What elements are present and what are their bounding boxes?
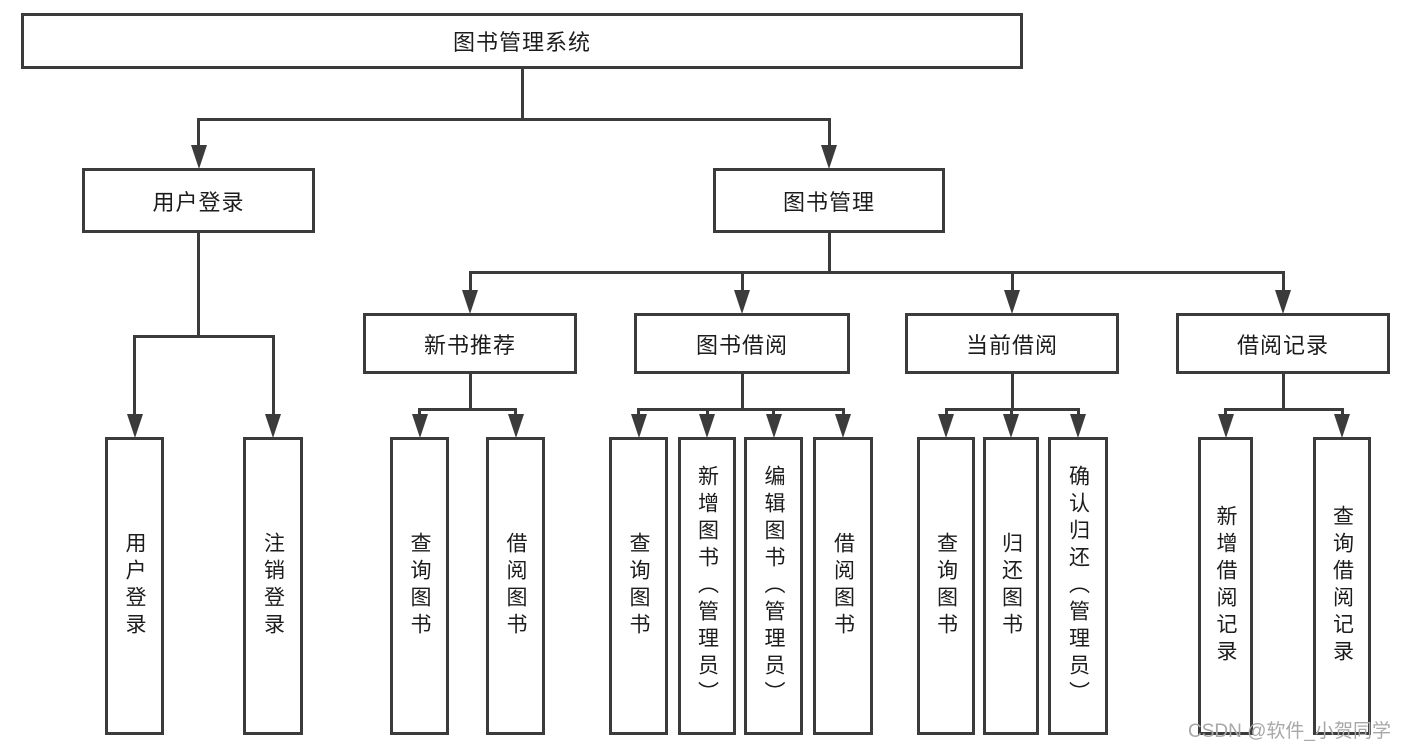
node-current-borrowing-label: 当前借阅 — [965, 332, 1058, 358]
connector-level3-rail — [468, 271, 1285, 274]
leaf-confirm-return-admin: 确认归还（管理员） — [1048, 437, 1108, 735]
connector-user-login-rail — [133, 335, 275, 338]
node-current-borrowing: 当前借阅 — [905, 313, 1119, 374]
arrow-down-icon — [1275, 290, 1291, 314]
leaf-query-borrow-record-label: 查询借阅记录 — [1330, 505, 1354, 667]
leaf-query-books-current-label: 查询图书 — [934, 532, 958, 640]
arrow-down-icon — [699, 414, 715, 438]
leaf-query-books-borrowing: 查询图书 — [609, 437, 668, 735]
connector-book-borrowing-stub — [740, 374, 744, 411]
node-root-label: 图书管理系统 — [452, 30, 591, 55]
connector-drop-leaf — [133, 335, 136, 419]
leaf-borrow-books-recommend-label: 借阅图书 — [504, 532, 527, 640]
leaf-borrow-books: 借阅图书 — [813, 437, 873, 735]
arrow-down-icon — [1004, 290, 1020, 314]
leaf-edit-books-admin-label: 编辑图书（管理员） — [762, 464, 785, 708]
leaf-logout-label: 注销登录 — [261, 532, 285, 640]
leaf-edit-books-admin: 编辑图书（管理员） — [744, 437, 803, 735]
arrow-down-icon — [1070, 414, 1086, 438]
node-borrowing-records-label: 借阅记录 — [1236, 332, 1329, 358]
node-user-login-label: 用户登录 — [152, 189, 245, 215]
connector-borrowing-records-stub — [1281, 374, 1285, 411]
connector-book-borrowing-rail — [637, 408, 845, 411]
node-user-login: 用户登录 — [82, 168, 315, 233]
leaf-add-books-admin: 新增图书（管理员） — [678, 437, 736, 735]
node-new-book-recommend: 新书推荐 — [363, 313, 577, 374]
node-book-management-label: 图书管理 — [782, 189, 875, 215]
arrow-down-icon — [938, 414, 954, 438]
connector-borrowing-records-rail — [1224, 408, 1344, 411]
connector-level2-rail — [197, 118, 831, 121]
connector-drop-level3 — [1010, 271, 1014, 295]
leaf-return-books-label: 归还图书 — [999, 532, 1023, 640]
leaf-add-books-admin-label: 新增图书（管理员） — [695, 464, 719, 708]
leaf-borrow-books-recommend: 借阅图书 — [486, 437, 545, 735]
leaf-user-login: 用户登录 — [105, 437, 164, 735]
connector-drop-level3 — [1281, 271, 1285, 295]
node-new-book-recommend-label: 新书推荐 — [423, 332, 516, 358]
connector-user-login-stub — [197, 233, 200, 338]
connector-book-management-stub — [827, 233, 831, 274]
connector-new-book-stub — [468, 374, 472, 411]
arrow-down-icon — [630, 414, 647, 438]
leaf-logout: 注销登录 — [243, 437, 303, 735]
leaf-user-login-label: 用户登录 — [123, 532, 146, 640]
connector-new-book-rail — [418, 408, 517, 411]
leaf-query-books-current: 查询图书 — [917, 437, 975, 735]
node-book-management: 图书管理 — [713, 168, 945, 233]
arrow-down-icon — [821, 145, 837, 169]
connector-drop-user-login — [197, 118, 200, 152]
connector-root-stub — [520, 69, 524, 121]
connector-drop-level3 — [740, 271, 744, 295]
leaf-add-borrow-record-label: 新增借阅记录 — [1214, 505, 1237, 667]
leaf-add-borrow-record: 新增借阅记录 — [1198, 437, 1253, 735]
arrow-down-icon — [507, 414, 524, 438]
node-book-borrowing-label: 图书借阅 — [695, 332, 788, 358]
leaf-query-books-recommend: 查询图书 — [390, 437, 449, 735]
leaf-query-books-borrowing-label: 查询图书 — [627, 532, 650, 640]
connector-drop-leaf — [271, 335, 275, 419]
leaf-return-books: 归还图书 — [983, 437, 1039, 735]
arrow-down-icon — [734, 290, 750, 314]
node-root: 图书管理系统 — [21, 13, 1023, 69]
leaf-query-books-recommend-label: 查询图书 — [408, 532, 431, 640]
arrow-down-icon — [126, 414, 143, 438]
arrow-down-icon — [462, 290, 478, 314]
arrow-down-icon — [1003, 414, 1019, 438]
connector-drop-book-management — [827, 118, 831, 152]
arrow-down-icon — [1217, 414, 1234, 438]
arrow-down-icon — [765, 414, 782, 438]
arrow-down-icon — [190, 145, 207, 169]
arrow-down-icon — [265, 414, 281, 438]
leaf-confirm-return-admin-label: 确认归还（管理员） — [1066, 464, 1090, 708]
csdn-watermark: CSDN @软件_小贺同学 — [1188, 721, 1391, 742]
leaf-query-borrow-record: 查询借阅记录 — [1313, 437, 1371, 735]
leaf-borrow-books-label: 借阅图书 — [831, 532, 855, 640]
connector-current-borrowing-stub — [1010, 374, 1014, 411]
arrow-down-icon — [411, 414, 428, 438]
connector-drop-level3 — [468, 271, 472, 295]
arrow-down-icon — [1334, 414, 1350, 438]
arrow-down-icon — [835, 414, 851, 438]
node-book-borrowing: 图书借阅 — [634, 313, 850, 374]
node-borrowing-records: 借阅记录 — [1176, 313, 1390, 374]
